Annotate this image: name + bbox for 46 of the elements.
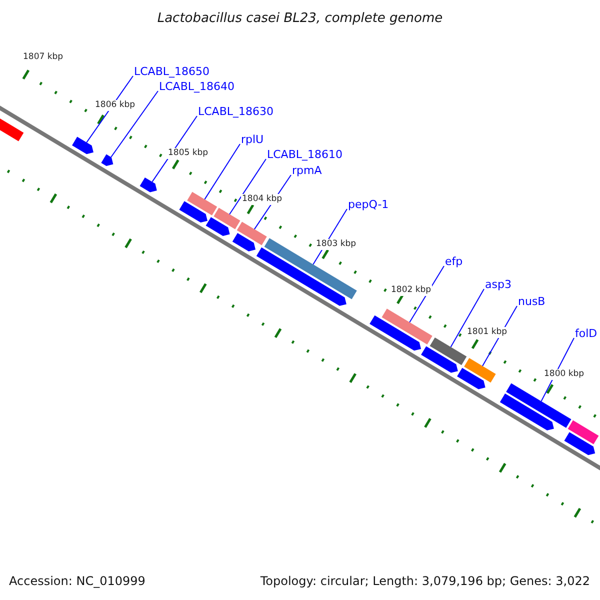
gene-feature — [72, 136, 94, 154]
scale-label: 1802 kbp — [390, 285, 432, 296]
scale-label: 1801 kbp — [466, 327, 508, 338]
gene-feature — [564, 432, 596, 456]
leader-line — [450, 288, 484, 348]
gene-feature — [457, 368, 486, 390]
gene-feature — [206, 217, 230, 236]
diagram-title: Lactobacillus casei BL23, complete genome — [156, 12, 444, 25]
gene-feature — [382, 308, 432, 344]
gene-feature — [101, 154, 114, 166]
gene-feature — [264, 238, 357, 300]
scale-label: 1807 kbp — [22, 52, 64, 62]
gene-feature — [179, 201, 208, 223]
gene-label: nusB — [518, 296, 546, 307]
gene-feature — [568, 420, 599, 444]
gene-feature — [421, 346, 458, 373]
leader-line — [110, 90, 158, 158]
gene-label: LCABL_18610 — [267, 149, 343, 160]
genome-summary-text: Topology: circular; Length: 3,079,196 bp; Genes: 3,022 — [260, 575, 590, 587]
gene-feature — [232, 233, 256, 252]
gene-label: LCABL_18630 — [198, 106, 274, 117]
gene-feature — [236, 222, 267, 246]
scale-label: 1803 kbp — [315, 239, 358, 250]
gene-feature — [256, 247, 346, 306]
gene-label: pepQ-1 — [348, 199, 389, 210]
gene-label: LCABL_18650 — [134, 66, 210, 77]
gene-label: efp — [445, 256, 463, 267]
leader-line — [229, 158, 266, 215]
gene-feature — [187, 192, 218, 216]
gene-label: rplU — [241, 134, 264, 145]
gene-feature — [370, 315, 422, 351]
gene-feature — [214, 208, 240, 230]
accession-text: Accession: NC_010999 — [9, 575, 146, 587]
gene-feature — [464, 358, 496, 383]
scale-label: 1800 kbp — [543, 369, 586, 380]
gene-feature — [140, 177, 157, 192]
gene-label: rpmA — [292, 165, 322, 176]
scale-label: 1804 kbp — [241, 194, 284, 204]
gene-label: asp3 — [485, 279, 512, 290]
gene-feature — [500, 394, 554, 430]
gene-feature — [430, 337, 467, 366]
scale-label: 1806 kbp — [94, 100, 136, 110]
scale-label: 1805 kbp — [167, 148, 210, 158]
gene-feature — [506, 383, 572, 428]
gene-label: LCABL_18640 — [159, 81, 235, 92]
gene-label: folD — [575, 328, 598, 339]
